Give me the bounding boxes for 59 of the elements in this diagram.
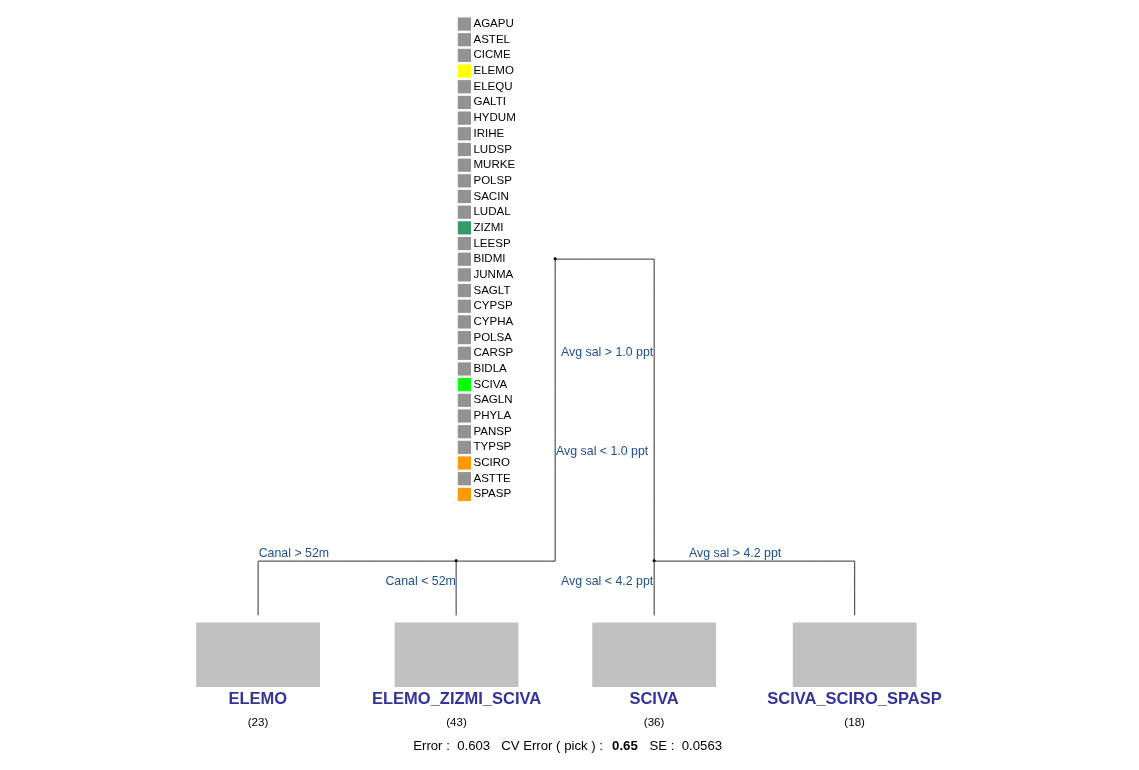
legend-label: LUDAL bbox=[472, 205, 511, 218]
node-label: SCIVA_SCIRO_SPASP bbox=[766, 689, 942, 708]
caption: Error : 0.603 CV Error ( pick ) : 0.65 SE : 0.0563 bbox=[412, 737, 722, 753]
node-box bbox=[591, 622, 716, 687]
legend-label: LEESP bbox=[472, 236, 511, 249]
connector bbox=[455, 561, 457, 616]
legend-label: SCIVA bbox=[472, 377, 507, 390]
legend-label: GALTI bbox=[472, 95, 506, 108]
edge-label: Canal < 52m bbox=[384, 573, 456, 588]
node-label: (23) bbox=[247, 715, 268, 728]
legend-label: SPASP bbox=[472, 487, 511, 500]
node-box bbox=[394, 622, 518, 687]
legend-label: ZIZMI bbox=[472, 220, 504, 233]
legend-label: HYDUM bbox=[472, 111, 516, 124]
edge-label: Canal > 52m bbox=[258, 546, 329, 560]
edge-label: Avg sal > 1.0 ppt bbox=[560, 345, 653, 360]
node-point bbox=[553, 257, 557, 261]
legend-label: SAGLT bbox=[472, 283, 510, 296]
edge-label: Avg sal > 4.2 ppt bbox=[688, 546, 781, 560]
edge-label: Avg sal < 1.0 ppt bbox=[555, 444, 648, 459]
legend-label: IRIHE bbox=[472, 126, 504, 139]
legend-label: BIDLA bbox=[472, 362, 507, 375]
legend-label: JUNMA bbox=[472, 267, 513, 280]
node-label: SCIVA bbox=[628, 689, 679, 708]
legend-label: ASTTE bbox=[472, 471, 511, 484]
legend-label: AGAPU bbox=[472, 17, 514, 30]
connector bbox=[653, 561, 655, 616]
legend-label: CYPHA bbox=[472, 314, 513, 327]
legend-label: PHYLA bbox=[472, 409, 511, 422]
legend-label: CICME bbox=[472, 48, 511, 61]
legend-label: POLSA bbox=[472, 330, 512, 343]
legend-label: ELEMO bbox=[472, 64, 514, 77]
legend-label: ELEQU bbox=[472, 79, 513, 92]
legend-label: PANSP bbox=[472, 424, 512, 437]
connector bbox=[456, 259, 556, 562]
node-label: (18) bbox=[843, 715, 865, 728]
legend-label: BIDMI bbox=[472, 252, 506, 265]
node-label: ELEMO_ZIZMI_SCIVA bbox=[371, 689, 541, 708]
legend-label: SAGLN bbox=[472, 393, 513, 406]
legend-label: TYPSP bbox=[472, 440, 511, 453]
legend-label: SACIN bbox=[472, 189, 509, 202]
node-box bbox=[195, 622, 320, 687]
edge-label: Avg sal < 4.2 ppt bbox=[560, 573, 653, 588]
legend-label: CYPSP bbox=[472, 299, 513, 312]
legend-label: LUDSP bbox=[472, 142, 512, 155]
connector bbox=[555, 258, 655, 560]
node-label: (43) bbox=[445, 715, 467, 728]
connector bbox=[257, 560, 455, 616]
legend-label: SCIRO bbox=[472, 456, 510, 469]
legend-label: POLSP bbox=[472, 173, 512, 186]
node-label: (36) bbox=[643, 715, 664, 728]
legend-label: ASTEL bbox=[472, 32, 510, 45]
node-label: ELEMO bbox=[227, 689, 287, 708]
node-box bbox=[792, 622, 917, 687]
node-point bbox=[454, 559, 458, 563]
legend-label: MURKE bbox=[472, 158, 515, 171]
legend-label: CARSP bbox=[472, 346, 513, 359]
connector bbox=[654, 560, 855, 616]
node-point bbox=[652, 559, 656, 563]
